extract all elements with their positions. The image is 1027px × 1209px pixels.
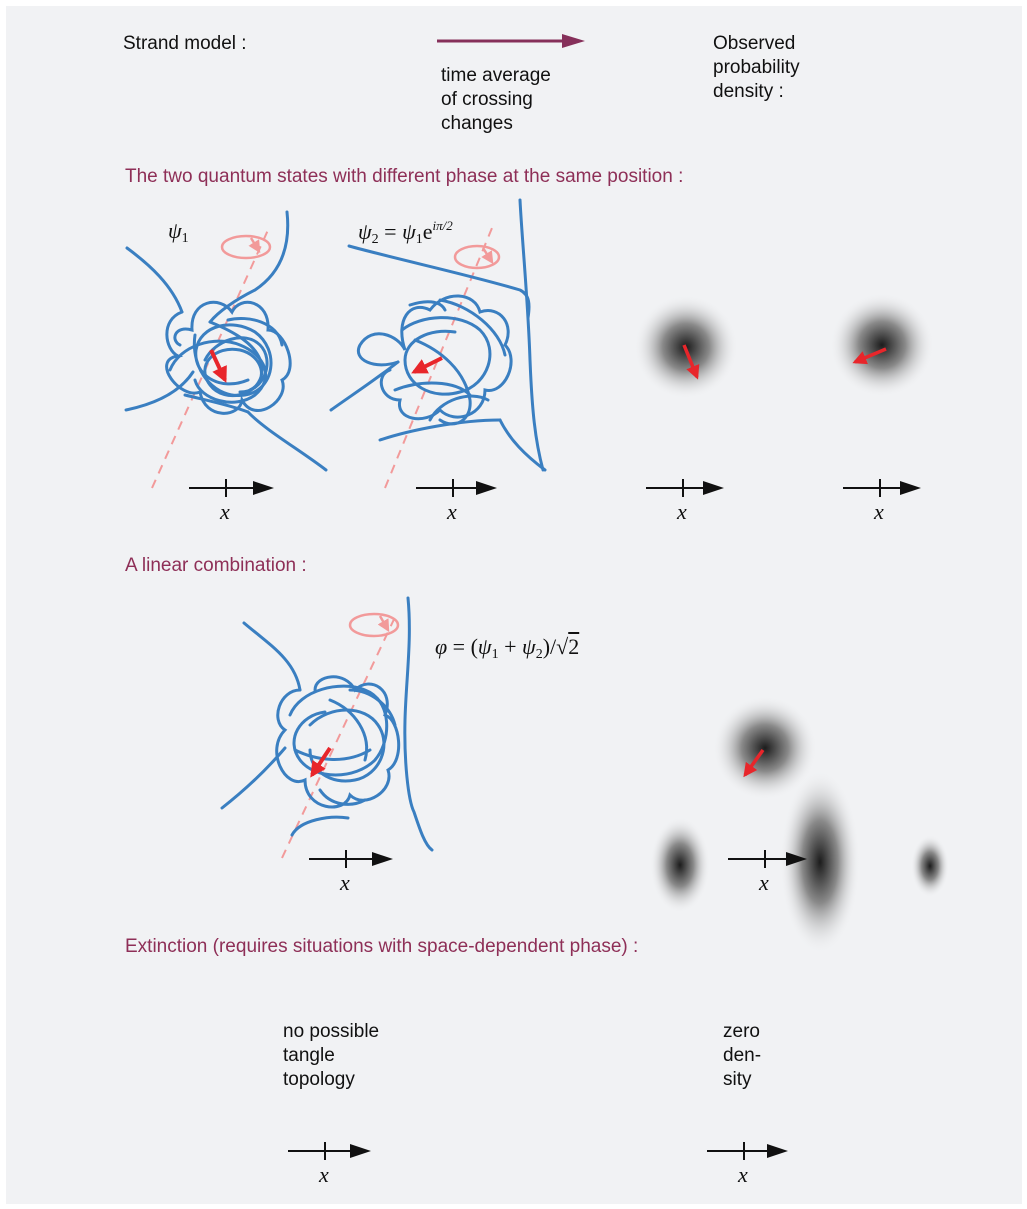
diagram-panel	[6, 6, 1022, 1204]
axis-label-x-1: x	[220, 499, 230, 524]
psi2-formula: ψ2 = ψ1eiπ/2	[358, 218, 453, 247]
tangle-phi	[220, 596, 434, 859]
section-title-linear-combination: A linear combination :	[125, 555, 307, 576]
section-title-two-states: The two quantum states with different ph…	[125, 166, 684, 187]
time-average-arrow	[437, 34, 585, 48]
axis-label-x-3: x	[677, 499, 687, 524]
x-axis-arrow-4	[843, 479, 921, 497]
no-tangle-topology-text: no possible tangle topology	[283, 1021, 380, 1090]
psi1-label: ψ1	[168, 218, 189, 246]
x-axis-arrow-8	[707, 1142, 788, 1160]
x-axis-arrow-1	[189, 479, 274, 497]
tangle-psi2	[329, 198, 547, 489]
axis-label-x-7: x	[319, 1162, 329, 1187]
x-axis-arrows	[189, 479, 921, 1160]
density-blob-psi2	[830, 293, 934, 397]
extinction-density-blobs	[650, 770, 949, 954]
zero-density-text: zero den- sity	[723, 1021, 762, 1090]
strand-model-label: Strand model :	[123, 33, 247, 54]
density-blob-phi	[713, 696, 817, 800]
x-axis-arrow-3	[646, 479, 724, 497]
density-blob-psi1	[634, 295, 738, 399]
x-axis-arrow-6	[728, 850, 807, 868]
time-average-caption: time average of crossing changes	[441, 65, 551, 134]
x-axis-arrow-5	[309, 850, 393, 868]
axis-label-x-8: x	[738, 1162, 748, 1187]
axis-label-x-2: x	[447, 499, 457, 524]
axis-label-x-4: x	[874, 499, 884, 524]
tangle-psi1	[124, 210, 328, 489]
axis-label-x-5: x	[340, 870, 350, 895]
axis-label-x-6: x	[759, 870, 769, 895]
phi-formula: φ = (ψ1 + ψ2)/√2	[435, 634, 580, 662]
section-title-extinction: Extinction (requires situations with spa…	[125, 936, 639, 957]
x-axis-arrow-2	[416, 479, 497, 497]
x-axis-arrow-7	[288, 1142, 371, 1160]
observed-density-label: Observed probability density :	[713, 33, 800, 102]
